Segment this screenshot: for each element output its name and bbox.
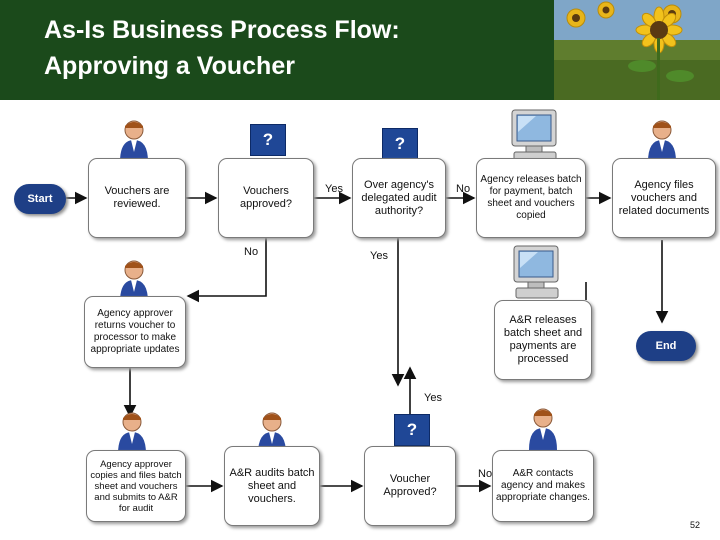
step-vouchers-approved: Vouchers approved? [218,158,314,238]
person-icon [529,408,557,450]
step-ar-releases: A&R releases batch sheet and payments ar… [494,300,592,380]
computer-icon [513,245,559,299]
edge-label-audit-no: No [456,183,471,195]
edge-label-approved-no: No [244,246,259,258]
title-banner: As-Is Business Process Flow: Approving a… [0,0,720,100]
step-audit-authority: Over agency's delegated audit authority? [352,158,446,238]
title-line-1: As-Is Business Process Flow: [44,16,400,44]
step-ar-contacts: A&R contacts agency and makes appropriat… [492,450,594,522]
step-vouchers-reviewed: Vouchers are reviewed. [88,158,186,238]
person-icon [118,412,146,454]
edge-label-approved-yes: Yes [325,183,343,195]
step-ar-audits: A&R audits batch sheet and vouchers. [224,446,320,526]
sunflower-image [554,0,720,100]
slide-title: As-Is Business Process Flow: Approving a… [44,12,524,84]
person-icon [120,120,148,162]
decision-badge-audit: ? [382,128,418,160]
step-returns-voucher: Agency approver returns voucher to proce… [84,296,186,368]
step-copies-files: Agency approver copies and files batch s… [86,450,186,522]
computer-icon [511,109,557,163]
page-number: 52 [690,520,701,530]
decision-badge-approved: ? [250,124,286,156]
person-icon [648,120,676,162]
title-line-2: Approving a Voucher [44,52,295,80]
end-terminal: End [636,331,696,361]
edge-label-voucher-yes: Yes [424,392,442,404]
edge-label-audit-yes: Yes [370,250,388,262]
step-voucher-approved: Voucher Approved? [364,446,456,526]
decision-badge-voucher: ? [394,414,430,446]
edge-label-voucher-no: No [478,468,493,480]
step-releases-batch: Agency releases batch for payment, batch… [476,158,586,238]
step-files-vouchers: Agency files vouchers and related docume… [612,158,716,238]
start-terminal: Start [14,184,66,214]
